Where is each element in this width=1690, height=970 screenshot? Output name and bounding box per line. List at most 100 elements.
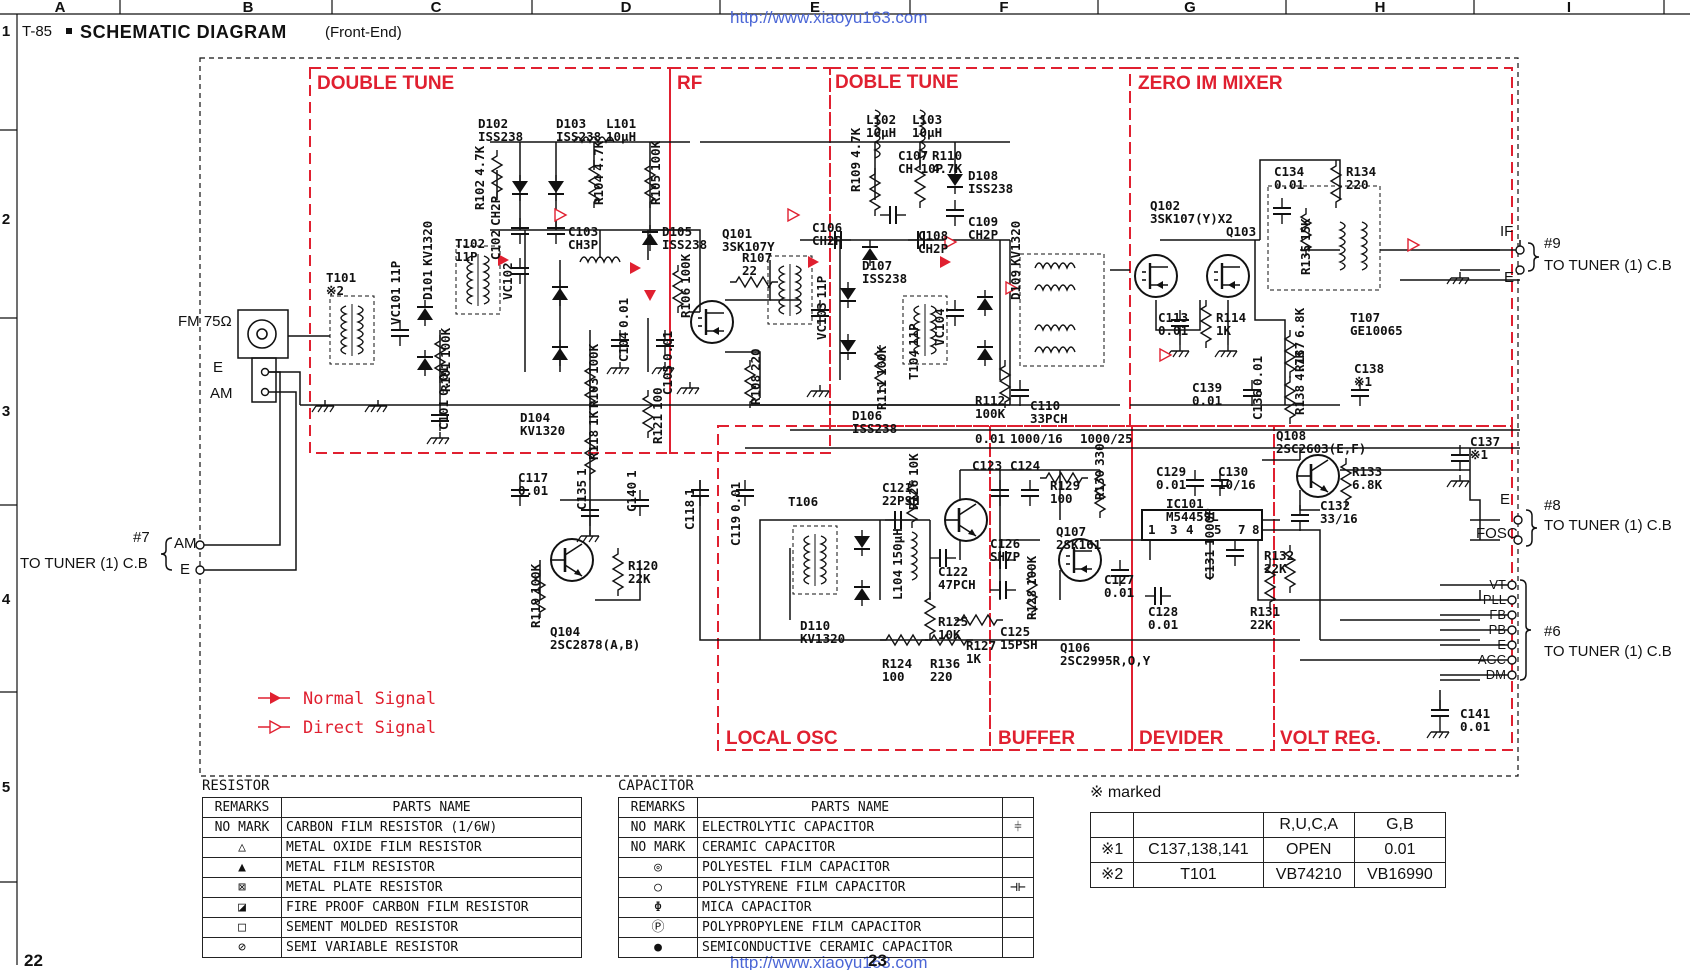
component-label-r108: R108220 — [748, 348, 763, 405]
block-volt-reg — [1273, 425, 1513, 751]
component-value: 1 — [682, 488, 697, 496]
transformer-t107 — [1339, 221, 1346, 271]
component-value: 330 — [1092, 443, 1107, 466]
component-value: M54459L — [1166, 509, 1219, 524]
table-row: △METAL OXIDE FILM RESISTOR — [202, 837, 582, 858]
ic-pin-label: 3 — [1170, 522, 1178, 537]
capacitor-c107 — [879, 205, 907, 225]
component-value: SH7P — [990, 549, 1020, 564]
component-ref: Q102 — [1150, 198, 1180, 213]
component-value: 1000P — [1202, 508, 1217, 546]
diode-d105 — [641, 224, 659, 252]
connector-6-pin-vt: VT — [1489, 577, 1506, 592]
component-ref: C107 — [898, 148, 928, 163]
wiring — [200, 141, 1521, 710]
component-ref: C110 — [1030, 398, 1060, 413]
component-value: 1K — [586, 410, 601, 426]
component-label-c131: C1311000P — [1202, 508, 1217, 580]
transistor-q108 — [1295, 453, 1341, 499]
component-ref: Q104 — [550, 624, 580, 639]
component-value: 10K — [906, 453, 921, 476]
block-label-zero-im-mixer: ZERO IM MIXER — [1138, 73, 1283, 94]
component-value: 2SC2995R,O,Y — [1060, 653, 1151, 668]
component-ref: C106 — [812, 220, 842, 235]
component-value: 1K — [966, 651, 982, 666]
col-label: A — [55, 0, 66, 16]
component-ref: R138 — [1292, 385, 1307, 415]
connector-9-id: #9 — [1544, 235, 1561, 252]
table-header — [1089, 812, 1135, 838]
col-label: I — [1567, 0, 1571, 16]
component-value: 100K — [528, 563, 543, 594]
diode-d101 — [416, 299, 434, 327]
component-ref: C121 — [882, 480, 912, 495]
component-ref: C119 — [728, 516, 743, 546]
component-label-c102: C102CH2P — [488, 196, 503, 260]
component-value: 1K — [1216, 323, 1232, 338]
capacitor-c128 — [1144, 586, 1172, 606]
transistor-q101 — [689, 299, 735, 345]
component-ref: R121 — [650, 414, 665, 444]
component-label-c140: C1401 — [624, 470, 639, 512]
page-title: SCHEMATIC DIAGRAM — [80, 22, 287, 42]
inductor-l104 — [911, 531, 918, 581]
component-ref: T107 — [1350, 310, 1380, 325]
component-ref: VC103 — [814, 302, 829, 340]
component-ref: L102 — [866, 112, 896, 127]
component-value: 33PCH — [1030, 411, 1068, 426]
component-ref: C126 — [990, 536, 1020, 551]
x-marked-table: R,U,C,A G,B ※1 C137,138,141 OPEN 0.01 ※2… — [1089, 812, 1447, 888]
component-value: 0.01 — [1250, 356, 1265, 386]
frame-row-labels: 1 2 3 4 5 — [2, 23, 11, 796]
connector-9-if: IF — [1500, 223, 1513, 240]
watermark-url-top: http://www.xiaoyu163.com — [730, 8, 927, 27]
antenna-am-label: AM — [210, 385, 233, 402]
component-ref: R109 — [848, 162, 863, 192]
capacitor-c129 — [1185, 469, 1205, 497]
component-ref: R114 — [1216, 310, 1246, 325]
component-value: ISS238 — [556, 129, 601, 144]
component-value: 15K — [1298, 218, 1313, 241]
component-ref: C132 — [1320, 498, 1350, 513]
component-label-r135: R13515K — [1298, 218, 1313, 275]
component-ref: R131 — [1250, 604, 1280, 619]
col-label: H — [1375, 0, 1386, 16]
component-ref: C124 — [1010, 458, 1040, 473]
component-ref: R134 — [1346, 164, 1376, 179]
component-label-vc104: VC104 — [932, 308, 947, 346]
component-ref: C128 — [1148, 604, 1178, 619]
component-value: CH2P — [488, 196, 503, 226]
vc104 — [945, 299, 965, 327]
component-ref: R130 — [1092, 470, 1107, 500]
component-value: KV1320 — [1008, 221, 1023, 266]
row-label: 2 — [2, 211, 10, 228]
connector-6-id: #6 — [1544, 623, 1561, 640]
component-value: 100K — [648, 140, 663, 171]
component-ref: R124 — [882, 656, 912, 671]
component-label-vc102: VC102 — [500, 262, 515, 300]
antenna-e-label: E — [213, 359, 223, 376]
component-label-c105: C1050.01 — [660, 331, 675, 395]
component-label-r138: R1384.7K — [1292, 350, 1307, 415]
component-ref: Q103 — [1226, 224, 1256, 239]
transistor-q102 — [1133, 253, 1179, 299]
page-number-left: 22 — [24, 951, 43, 970]
block-label-volt-reg: VOLT REG. — [1280, 728, 1381, 749]
capacitor-c137 — [1450, 444, 1470, 472]
